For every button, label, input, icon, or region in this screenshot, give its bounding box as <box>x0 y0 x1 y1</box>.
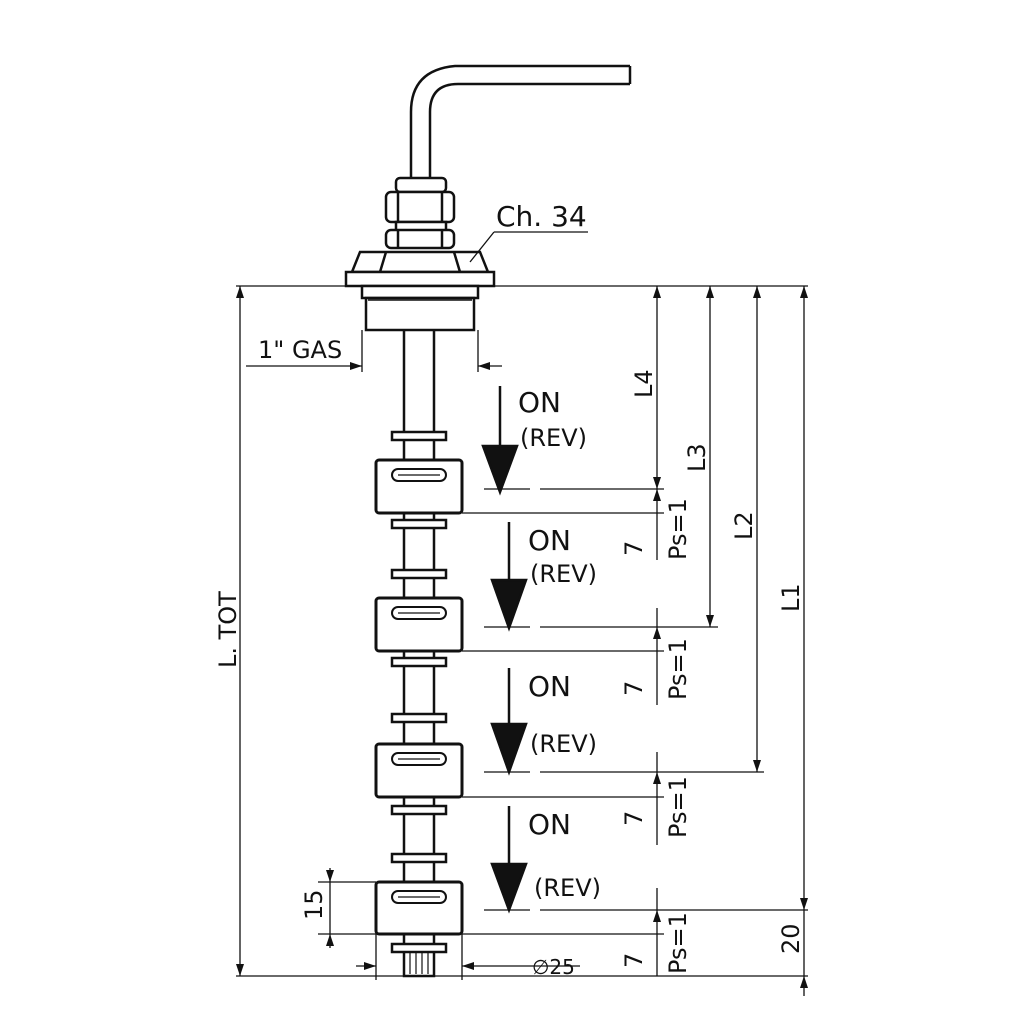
hex-nut <box>344 250 496 288</box>
l1-label: L1 <box>777 583 805 612</box>
stop-rings <box>390 430 448 864</box>
float-2 <box>374 596 464 653</box>
float-4 <box>374 880 464 936</box>
rev-label: (REV) <box>534 874 601 902</box>
ps-label: Ps=1 <box>664 912 692 974</box>
stop-ring <box>390 430 448 442</box>
l2-label: L2 <box>730 511 758 540</box>
total-length-label: L. TOT <box>214 591 242 668</box>
hex-size-label: Ch. 34 <box>496 200 587 233</box>
l4-label: L4 <box>630 369 658 398</box>
dimension-arrowheads <box>236 286 808 988</box>
cable <box>409 64 632 178</box>
float-diameter-label: ∅25 <box>532 955 575 979</box>
down-arrow-icon <box>481 386 519 496</box>
rev-label: (REV) <box>530 560 597 588</box>
down-arrow-icon <box>490 806 528 914</box>
ps-label: Ps=1 <box>664 498 692 560</box>
stop-ring <box>390 712 448 724</box>
stop-ring <box>390 852 448 864</box>
dimension-lines <box>236 231 808 996</box>
down-arrow-icon <box>490 522 528 632</box>
offset-label: 7 <box>620 811 648 826</box>
rev-label: (REV) <box>520 424 587 452</box>
cable-gland <box>384 176 456 250</box>
stop-ring <box>390 804 448 816</box>
down-arrow-icon <box>490 668 528 776</box>
offset-label: 7 <box>620 681 648 696</box>
offset-label: 7 <box>620 541 648 556</box>
ps-label: Ps=1 <box>664 638 692 700</box>
stop-ring <box>390 568 448 580</box>
rev-label: (REV) <box>530 730 597 758</box>
on-label: ON <box>528 808 571 841</box>
bottom-offset-label: 20 <box>777 923 805 954</box>
float-height-label: 15 <box>300 889 328 920</box>
l3-label: L3 <box>683 443 711 472</box>
floats <box>374 458 464 936</box>
thread-label: 1" GAS <box>258 336 342 364</box>
threaded-fitting <box>360 284 480 332</box>
ps-label: Ps=1 <box>664 776 692 838</box>
float-1 <box>374 458 464 515</box>
stop-ring <box>390 518 448 530</box>
switch-arrows <box>481 386 528 914</box>
on-label: ON <box>528 670 571 703</box>
float-3 <box>374 742 464 799</box>
on-label: ON <box>528 524 571 557</box>
offset-label: 7 <box>620 953 648 968</box>
bottom-stem-end <box>390 932 448 978</box>
on-label: ON <box>518 386 561 419</box>
stop-ring <box>390 656 448 668</box>
